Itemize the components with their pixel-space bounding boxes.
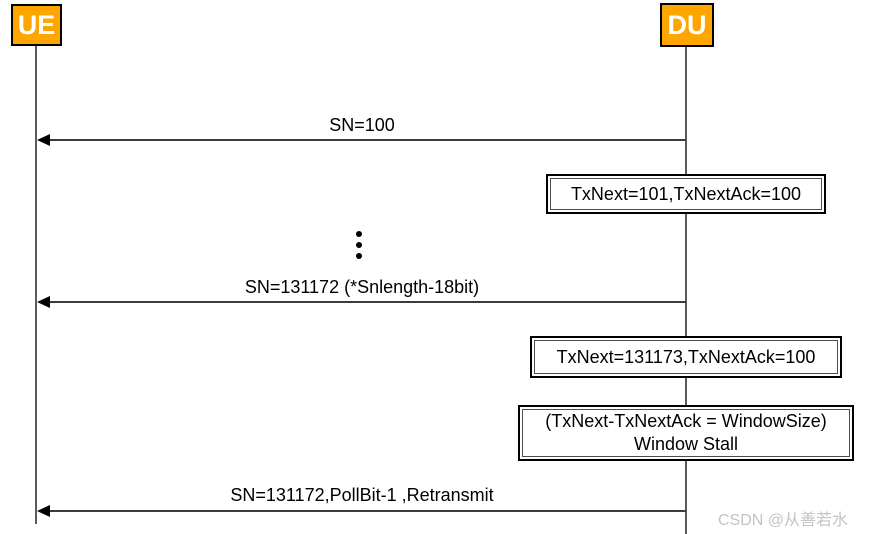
note-text: TxNext=131173,TxNextAck=100 bbox=[556, 346, 816, 367]
actor-box-ue: UE bbox=[11, 4, 62, 46]
arrowhead-left-icon bbox=[37, 505, 50, 517]
note-window-stall: (TxNext-TxNextAck = WindowSize) Window S… bbox=[518, 405, 854, 461]
csdn-watermark: CSDN @从善若水 bbox=[718, 512, 849, 529]
note-txnext-131173: TxNext=131173,TxNextAck=100 bbox=[530, 336, 842, 378]
vertical-ellipsis-icon bbox=[356, 231, 362, 259]
actor-label-du: DU bbox=[667, 9, 707, 40]
message-arrow-line bbox=[49, 139, 686, 141]
arrowhead-left-icon bbox=[37, 134, 50, 146]
note-txnext-101: TxNext=101,TxNextAck=100 bbox=[546, 174, 826, 214]
message-arrow-line bbox=[49, 301, 686, 303]
lifeline-du bbox=[685, 47, 687, 534]
message-label: SN=131172,PollBit-1 ,Retransmit bbox=[230, 485, 494, 505]
note-text: TxNext=101,TxNextAck=100 bbox=[570, 183, 802, 204]
message-label: SN=100 bbox=[329, 115, 395, 135]
message-arrow-line bbox=[49, 510, 686, 512]
note-text-line1: (TxNext-TxNextAck = WindowSize) bbox=[545, 411, 827, 431]
message-label: SN=131172 (*Snlength-18bit) bbox=[244, 277, 480, 297]
arrowhead-left-icon bbox=[37, 296, 50, 308]
actor-label-ue: UE bbox=[17, 9, 56, 40]
lifeline-ue bbox=[35, 46, 37, 524]
note-text-line2: Window Stall bbox=[633, 434, 739, 454]
actor-box-du: DU bbox=[660, 3, 714, 47]
